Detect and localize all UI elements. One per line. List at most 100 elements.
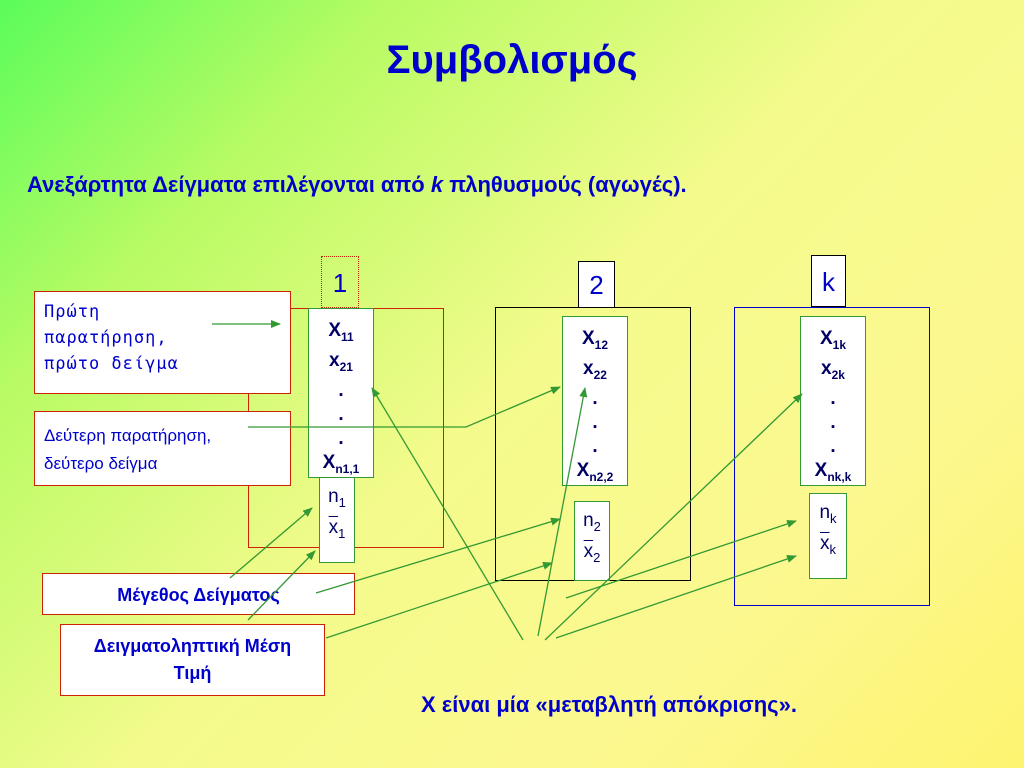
sample-mean-line-1: Δειγματοληπτική Μέση — [93, 636, 292, 656]
arrow-mean-to-x1 — [247, 550, 316, 621]
arrow-mean-to-x2 — [325, 562, 553, 639]
arrow-note-to-x22 — [537, 387, 588, 637]
observation-row: Xnk,k — [801, 459, 865, 489]
sample-size-symbol: n2 — [575, 508, 609, 539]
observation-subscript: 1k — [832, 337, 847, 352]
observation-row: . — [309, 427, 373, 451]
sample-size-symbol-subscript: k — [830, 510, 837, 526]
observation-symbol: X — [328, 320, 341, 341]
second-observation-label: Δεύτερη παρατήρηση, δεύτερο δείγμα — [34, 411, 291, 486]
sample-size-symbol-subscript: 2 — [593, 518, 601, 534]
observation-symbol: x — [821, 357, 832, 379]
arrow-mean-to-xk — [555, 555, 797, 639]
population-k-label: k — [811, 255, 846, 307]
observation-row: . — [563, 387, 627, 411]
observation-symbol: x — [329, 349, 340, 371]
observation-row: x2k — [801, 357, 865, 387]
observation-row: Xn2,2 — [563, 459, 627, 489]
sample-size-symbol-letter: n — [328, 486, 339, 507]
sample-mean-symbol: x2 — [575, 539, 609, 570]
observation-symbol: . — [592, 387, 598, 409]
first-observation-line-3: πρώτο δείγμα — [44, 354, 179, 374]
sample-size-label: Μέγεθος Δείγματος — [42, 573, 355, 615]
second-observation-line-1: Δεύτερη παρατήρηση, — [44, 426, 212, 445]
subtitle-k: k — [430, 172, 444, 197]
observation-row: x21 — [309, 349, 373, 379]
observation-subscript: 2k — [831, 367, 845, 382]
sample-mean-symbol-letter: x — [328, 516, 339, 538]
observation-symbol: . — [830, 435, 836, 457]
observation-symbol: x — [583, 357, 594, 379]
sample-mean-symbol: x1 — [320, 515, 354, 546]
slide-subtitle: Ανεξάρτητα Δείγματα επιλέγονται από k πλ… — [27, 172, 687, 198]
first-observation-line-2: παρατήρηση, — [44, 328, 168, 348]
first-observation-line-1: Πρώτη — [44, 302, 101, 322]
slide-title: Συμβολισμός — [386, 38, 638, 82]
arrow-note-to-x2k — [544, 393, 803, 641]
observation-symbol: . — [338, 427, 344, 449]
sample-mean-symbol-subscript: 2 — [593, 549, 601, 565]
observation-symbol: . — [338, 379, 344, 401]
observation-row: . — [563, 411, 627, 435]
sample-mean-label: Δειγματοληπτική Μέση Τιμή — [60, 624, 325, 696]
sample-mean-symbol-subscript: 1 — [338, 525, 346, 541]
sample-size-symbol-subscript: 1 — [338, 494, 346, 510]
observation-row: X12 — [563, 327, 627, 357]
subtitle-text-before: Ανεξάρτητα Δείγματα επιλέγονται από — [27, 172, 431, 197]
observation-subscript: nk,k — [827, 469, 852, 484]
sample-mean-line-2: Τιμή — [173, 663, 212, 683]
observation-symbol: . — [592, 411, 598, 433]
response-variable-note: X είναι μία «μεταβλητή απόκρισης». — [421, 692, 797, 717]
observation-symbol: X — [581, 328, 595, 349]
observation-subscript: 22 — [593, 367, 607, 382]
sample-size-symbol-letter: n — [583, 510, 594, 531]
sample-size-symbol: n1 — [320, 484, 354, 515]
arrow-size-to-n1 — [229, 507, 313, 579]
observation-row: X1k — [801, 327, 865, 357]
population-1-label: 1 — [321, 256, 359, 308]
observation-symbol: X — [814, 459, 828, 481]
observation-row: X11 — [309, 319, 373, 349]
observation-subscript: n1,1 — [335, 461, 360, 476]
observation-symbol: X — [819, 328, 833, 349]
arrow-note-to-x21 — [371, 387, 524, 641]
sample-mean-symbol: xk — [810, 531, 846, 562]
observation-symbol: X — [322, 451, 336, 473]
sample-size-symbol-letter: n — [819, 502, 831, 523]
sample-mean-symbol-letter: x — [820, 532, 830, 554]
observation-row: . — [801, 411, 865, 435]
second-observation-line-2: δεύτερο δείγμα — [44, 454, 158, 473]
observation-subscript: n2,2 — [589, 469, 614, 484]
observation-row: . — [563, 435, 627, 459]
observation-symbol: X — [576, 459, 590, 481]
sample-mean-symbol-subscript: k — [829, 541, 837, 557]
observation-row: . — [309, 379, 373, 403]
observation-row: Xn1,1 — [309, 451, 373, 481]
observation-row: x22 — [563, 357, 627, 387]
sample-mean-symbol-letter: x — [583, 540, 594, 562]
arrow-size-to-nk — [565, 520, 797, 599]
observation-symbol: . — [338, 403, 344, 425]
observation-symbol: . — [830, 387, 836, 409]
arrow-second-to-x22 — [248, 386, 561, 428]
observation-symbol: . — [830, 411, 836, 433]
observation-symbol: . — [592, 435, 598, 457]
observation-subscript: 12 — [594, 337, 609, 352]
first-observation-label: Πρώτη παρατήρηση, πρώτο δείγμα — [34, 291, 291, 394]
arrow-size-to-n2 — [315, 517, 561, 594]
sample-size-symbol: nk — [810, 500, 846, 531]
observation-row: . — [801, 435, 865, 459]
observation-row: . — [309, 403, 373, 427]
observation-subscript: 21 — [339, 359, 353, 374]
population-k-frame — [734, 307, 930, 606]
observation-subscript: 11 — [341, 329, 354, 344]
subtitle-text-after: πληθυσμούς (αγωγές). — [443, 172, 687, 197]
observation-row: . — [801, 387, 865, 411]
